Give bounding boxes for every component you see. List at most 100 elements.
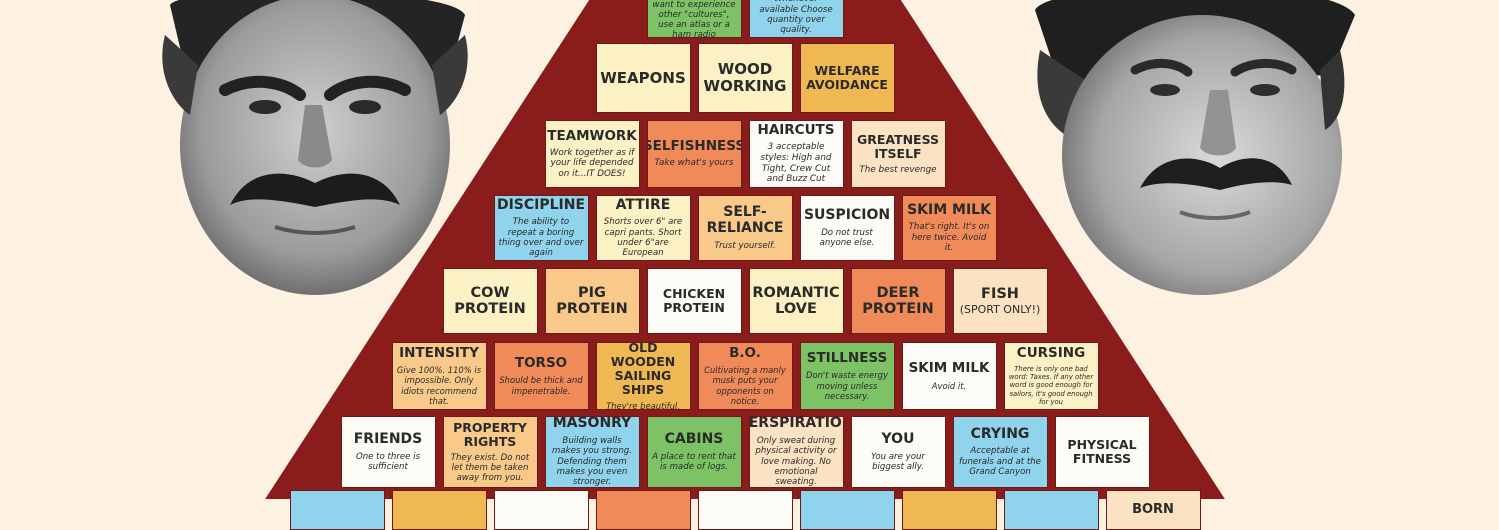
pyramid-cell: WEAPONS: [595, 43, 691, 113]
cell-title: SKIM MILK: [907, 201, 991, 218]
pyramid-cell: DISCIPLINE The ability to repeat a boring…: [493, 195, 589, 261]
pyramid-cell: SELFISHNESS Take what's yours: [646, 120, 742, 188]
cell-description: There is only one bad word: Taxes. If an…: [1008, 365, 1094, 406]
pyramid-cell: [595, 490, 691, 530]
cell-description: (SPORT ONLY!): [959, 303, 1041, 317]
pyramid-cell: PERSPIRATION Only sweat during physical a…: [748, 416, 844, 488]
pyramid-cell: [1003, 490, 1099, 530]
cell-description: They exist. Do not let them be taken awa…: [450, 452, 530, 484]
pyramid-cell: [697, 490, 793, 530]
pyramid-cell: PHYSICAL FITNESS: [1054, 416, 1150, 488]
cell-title: YOU: [881, 430, 915, 447]
cell-title: WELFARE AVOIDANCE: [806, 63, 888, 92]
cell-description: Work together as if your life depended o…: [549, 147, 635, 179]
cell-title: DISCIPLINE: [496, 196, 586, 213]
cell-title: PHYSICAL FITNESS: [1067, 437, 1137, 466]
pyramid-cell: ROMANTIC LOVE: [748, 268, 844, 334]
cell-title: GREATNESS ITSELF: [856, 131, 940, 161]
cell-description: Shorts over 6" are capri pants. Short un…: [603, 217, 683, 259]
cell-title: COW PROTEIN: [454, 284, 526, 317]
pyramid-cell: HAIRCUTS 3 acceptable styles: High and Ti…: [748, 120, 844, 188]
pyramid-cell: OLD WOODEN SAILING SHIPS They're beautifu…: [595, 342, 691, 410]
cell-description: The ability to repeat a boring thing ove…: [498, 217, 584, 259]
cell-title: TEAMWORK: [547, 127, 637, 144]
cell-description: Whenever available Choose quantity over …: [759, 0, 833, 36]
cell-description: The best revenge: [859, 164, 937, 175]
pyramid-cell: PIG PROTEIN: [544, 268, 640, 334]
pyramid-cell: [493, 490, 589, 530]
pyramid-cell: [901, 490, 997, 530]
cell-title: CURSING: [1016, 345, 1086, 362]
cell-description: Only sweat during physical activity or l…: [755, 436, 837, 488]
cell-description: Cultivating a manly musk puts your oppon…: [704, 365, 786, 406]
cell-description: They're beautiful.: [606, 400, 680, 410]
cell-title: OLD WOODEN SAILING SHIPS: [610, 342, 676, 397]
cell-title: INTENSITY: [399, 345, 479, 362]
cell-title: SELF-RELIANCE: [706, 204, 784, 236]
cell-description: Don't waste energy moving unless necessa…: [806, 370, 888, 401]
pyramid-cell: [391, 490, 487, 530]
cell-title: SUSPICION: [803, 206, 891, 223]
cell-title: TORSO: [514, 355, 568, 372]
cell-description: A place to rent that is made of logs.: [652, 451, 736, 472]
cell-title: PIG PROTEIN: [556, 284, 628, 317]
cell-title: STILLNESS: [806, 350, 888, 367]
pyramid-cell: SKIM MILK Avoid it.: [901, 342, 997, 410]
cell-title: ROMANTIC LOVE: [752, 284, 840, 317]
cell-title: PERSPIRATION: [748, 416, 843, 432]
pyramid-cell: YOU You are your biggest ally.: [850, 416, 946, 488]
pyramid-cell: STILLNESS Don't waste energy moving unles…: [799, 342, 895, 410]
cell-description: Building walls makes you strong. Defendi…: [552, 436, 632, 488]
cell-title: PROPERTY RIGHTS: [453, 419, 527, 449]
pyramid-cell: B.O. Cultivating a manly musk puts your o…: [697, 342, 793, 410]
cell-description: That's right. It's on here twice. Avoid …: [908, 222, 990, 253]
cell-title: ATTIRE: [615, 196, 671, 213]
pyramid-cell: TEAMWORK Work together as if your life de…: [544, 120, 640, 188]
cell-title: WEAPONS: [600, 68, 686, 87]
cell-title: WOOD WORKING: [703, 60, 787, 95]
cell-title: CHICKEN PROTEIN: [662, 286, 726, 315]
pyramid-cell: BORN: [1105, 490, 1201, 530]
cell-title: CABINS: [664, 430, 724, 447]
food-pyramid: matters. If you want to experience other…: [265, 0, 1225, 530]
pyramid-cell: [289, 490, 385, 530]
pyramid-cell: matters. If you want to experience other…: [646, 0, 742, 38]
cell-title: B.O.: [729, 345, 761, 362]
pyramid-cell: SELF-RELIANCE Trust yourself.: [697, 195, 793, 261]
pyramid-cell: MASONRY Building walls makes you strong. …: [544, 416, 640, 488]
pyramid-cell: WELFARE AVOIDANCE: [799, 43, 895, 113]
pyramid-cell: FISH(SPORT ONLY!): [952, 268, 1048, 334]
pyramid-cell: CURSING There is only one bad word: Taxes…: [1003, 342, 1099, 410]
cell-title: CRYING: [970, 425, 1030, 442]
pyramid-cell: [799, 490, 895, 530]
pyramid-cell: DEER PROTEIN: [850, 268, 946, 334]
right-face-photo: [1030, 0, 1360, 300]
cell-description: matters. If you want to experience other…: [652, 0, 736, 38]
cell-description: Trust yourself.: [714, 240, 776, 251]
cell-description: Avoid it.: [931, 380, 967, 391]
cell-title: SKIM MILK: [908, 360, 990, 377]
left-face-photo: [150, 0, 480, 305]
cell-title: SELFISHNESS: [646, 138, 742, 155]
pyramid-cell: GREATNESS ITSELF The best revenge: [850, 120, 946, 188]
cell-title: FISH: [981, 285, 1019, 302]
cell-title: DEER PROTEIN: [862, 284, 934, 317]
pyramid-cell: CABINS A place to rent that is made of lo…: [646, 416, 742, 488]
pyramid-cell: WOOD WORKING: [697, 43, 793, 113]
cell-title: FRIENDS: [353, 430, 423, 447]
pyramid-cell: SUSPICION Do not trust anyone else.: [799, 195, 895, 261]
cell-title: MASONRY: [552, 416, 632, 432]
cell-description: Do not trust anyone else.: [819, 227, 875, 248]
cell-title: HAIRCUTS: [757, 122, 835, 139]
pyramid-cell: ATTIRE Shorts over 6" are capri pants. Sh…: [595, 195, 691, 261]
pyramid-cell: Whenever available Choose quantity over …: [748, 0, 844, 38]
cell-description: You are your biggest ally.: [871, 451, 925, 472]
pyramid-cell: COW PROTEIN: [442, 268, 538, 334]
cell-description: 3 acceptable styles: High and Tight, Cre…: [760, 142, 832, 185]
cell-description: Take what's yours: [654, 158, 734, 169]
